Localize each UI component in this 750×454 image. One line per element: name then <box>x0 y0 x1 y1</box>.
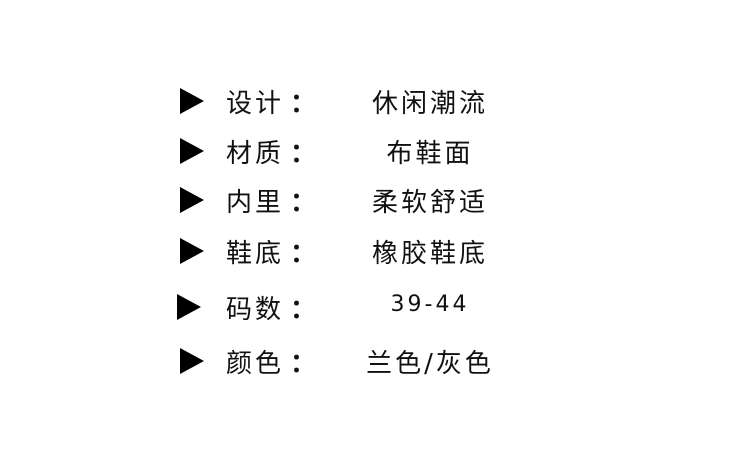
spec-label: 鞋底 <box>226 239 285 269</box>
triangle-bullet-icon <box>177 294 201 320</box>
spec-row-lining: 内里 ： 柔软舒适 <box>0 179 750 219</box>
spec-value: 柔软舒适 <box>371 188 488 218</box>
spec-row-material: 材质 ： 布鞋面 <box>0 130 750 170</box>
triangle-bullet-icon <box>180 88 204 114</box>
spec-colon: ： <box>290 89 317 119</box>
spec-label: 颜色 <box>226 349 285 379</box>
spec-value: 兰色/灰色 <box>366 349 494 379</box>
spec-colon: ： <box>290 349 317 379</box>
spec-colon: ： <box>290 295 317 325</box>
spec-value: 39-44 <box>390 292 470 317</box>
triangle-bullet-icon <box>180 348 204 374</box>
spec-value: 布鞋面 <box>386 139 474 169</box>
triangle-bullet-icon <box>180 238 204 264</box>
spec-label: 设计 <box>226 89 285 119</box>
spec-label: 码数 <box>226 295 285 325</box>
spec-label: 内里 <box>226 188 285 218</box>
spec-colon: ： <box>290 239 317 269</box>
spec-row-color: 颜色 ： 兰色/灰色 <box>0 340 750 380</box>
spec-value: 橡胶鞋底 <box>371 239 488 269</box>
spec-colon: ： <box>290 139 317 169</box>
spec-label: 材质 <box>226 139 285 169</box>
spec-row-sole: 鞋底 ： 橡胶鞋底 <box>0 230 750 270</box>
triangle-bullet-icon <box>180 138 204 164</box>
triangle-bullet-icon <box>180 187 204 213</box>
spec-colon: ： <box>290 188 317 218</box>
spec-row-design: 设计 ： 休闲潮流 <box>0 80 750 120</box>
spec-value: 休闲潮流 <box>371 89 488 119</box>
spec-row-size: 码数 ： 39-44 <box>0 286 750 326</box>
